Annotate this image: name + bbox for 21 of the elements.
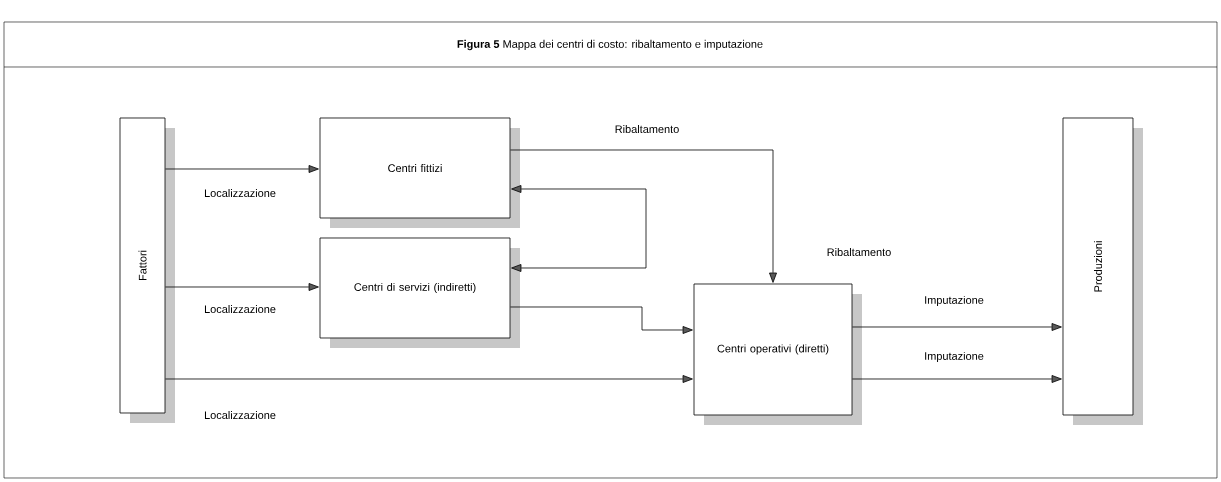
arrow bbox=[852, 375, 1062, 383]
process-box: Produzioni bbox=[1062, 117, 1143, 425]
arrow bbox=[510, 149, 777, 283]
process-box: Centri operativi (diretti) bbox=[693, 283, 862, 425]
arrow bbox=[510, 306, 693, 334]
edge-label: Imputazione bbox=[923, 350, 985, 364]
edge-label: Localizzazione bbox=[203, 187, 277, 198]
edge-label: Localizzazione bbox=[203, 303, 277, 314]
edge-label: Imputazione bbox=[923, 294, 985, 308]
arrow bbox=[511, 185, 647, 272]
figure-title: Figura 5 Mappa dei centri di costo: ribaltamento e imputazione bbox=[457, 39, 763, 51]
process-box: Fattori bbox=[119, 117, 175, 423]
edge-label: Localizzazione bbox=[203, 409, 277, 420]
edge-label: Ribaltamento bbox=[613, 123, 681, 134]
process-box: Centri di servizi (indiretti) bbox=[319, 237, 520, 348]
arrow bbox=[165, 375, 693, 383]
arrow bbox=[852, 323, 1062, 331]
process-box: Centri fittizi bbox=[319, 117, 520, 228]
label: Ribaltamento bbox=[827, 247, 891, 256]
arrow bbox=[165, 283, 319, 291]
arrow bbox=[165, 165, 319, 173]
